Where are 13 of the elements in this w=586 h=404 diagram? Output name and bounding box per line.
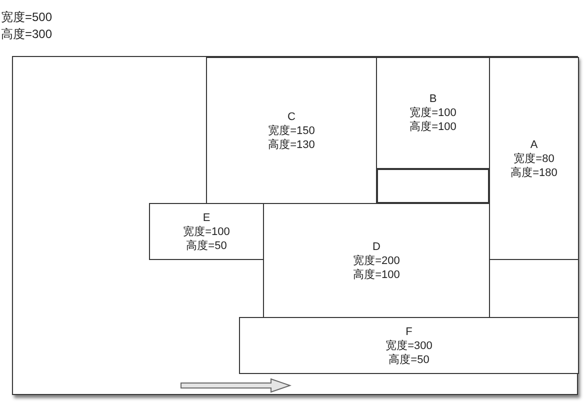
- item-box: [263, 203, 490, 318]
- empty-box: [377, 169, 489, 203]
- item-box: [149, 203, 264, 260]
- item-box: [376, 57, 490, 169]
- size-label: 宽度=80 高度=180: [508, 152, 560, 180]
- size-label: 宽度=200 高度=100: [351, 254, 402, 282]
- item-box: [239, 317, 579, 374]
- size-label: 宽度=300 高度=50: [384, 338, 434, 366]
- size-label: 宽度=150 高度=130: [266, 124, 317, 152]
- item-box: [489, 57, 579, 260]
- size-label: 宽度=100 高度=100: [408, 106, 458, 134]
- size-label: 宽度=100 高度=50: [181, 224, 232, 252]
- item-box: [206, 57, 377, 204]
